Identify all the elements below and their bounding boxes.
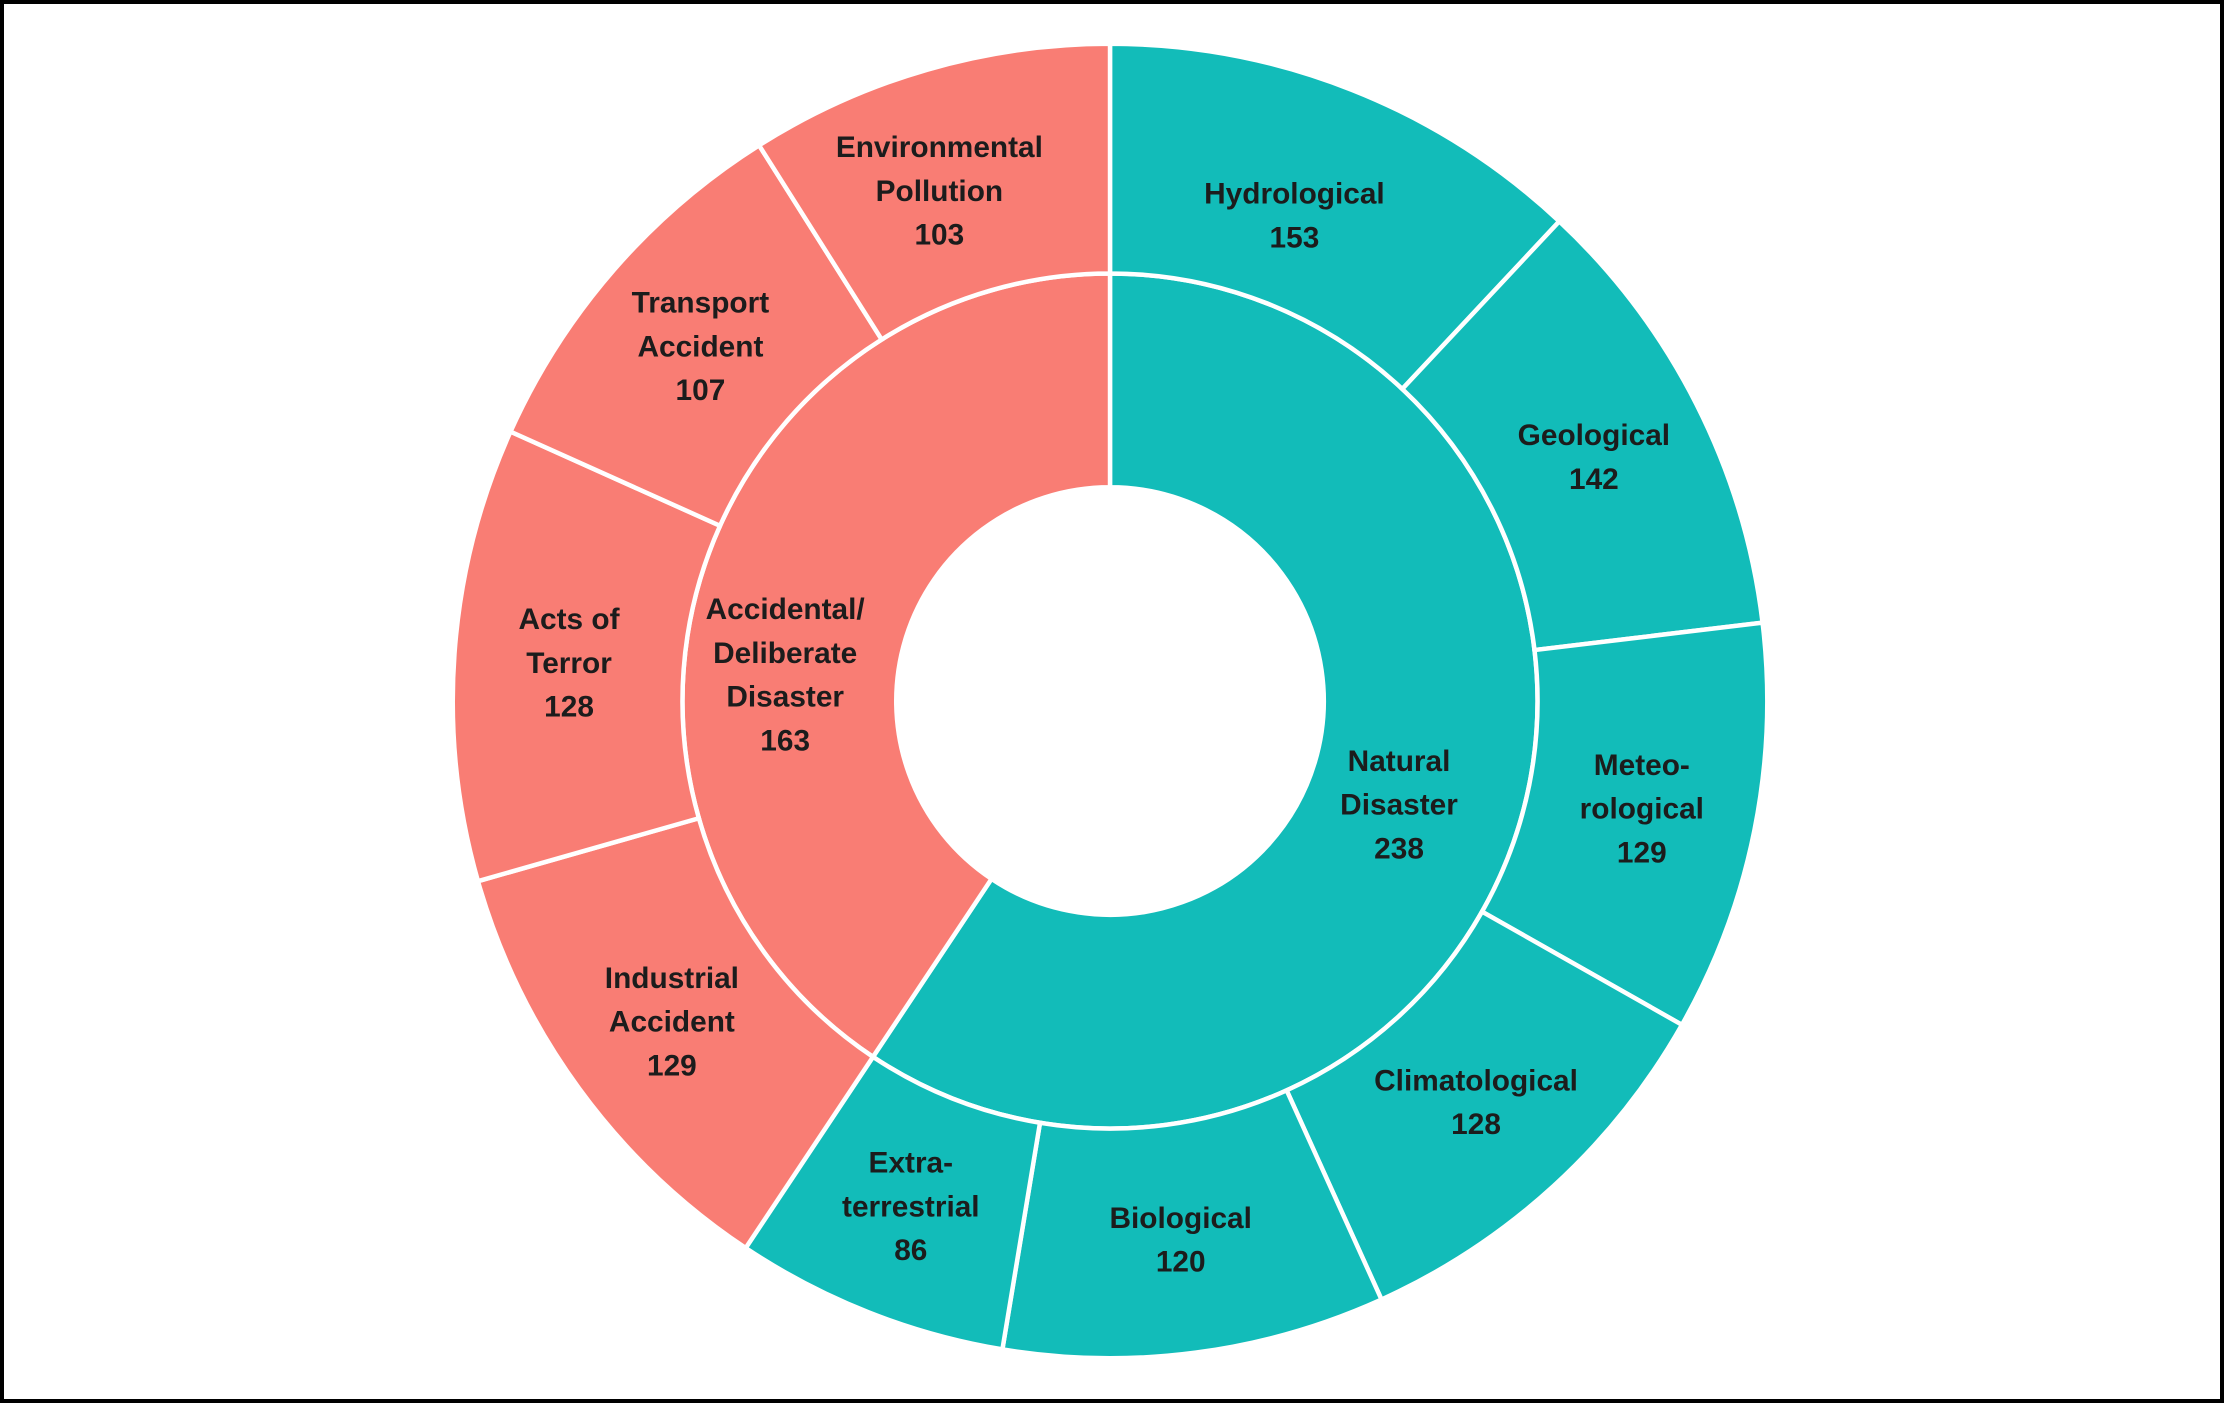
segment-hydrological: [1107, 41, 1563, 393]
segment-environmental-pollution: [755, 41, 1113, 343]
